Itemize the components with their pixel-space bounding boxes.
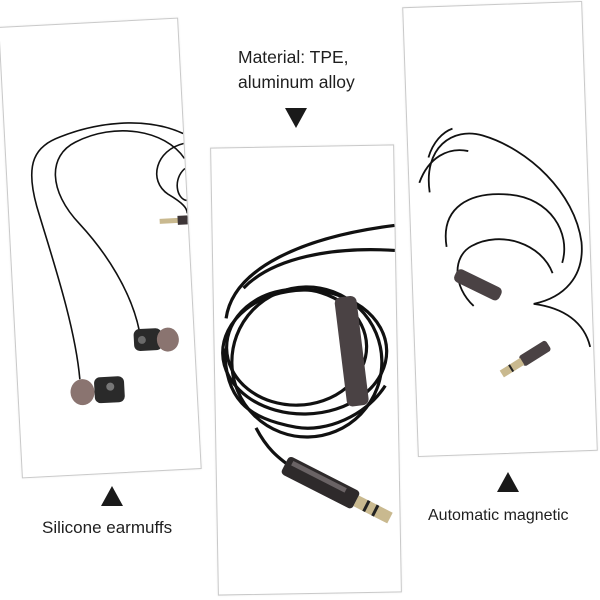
triangle-down-icon xyxy=(285,108,307,128)
material-caption-line1: Material: TPE, xyxy=(238,47,349,67)
triangle-up-icon xyxy=(101,486,123,506)
cable-mic-image xyxy=(418,127,592,378)
material-caption: Material: TPE, aluminum alloy xyxy=(238,45,355,95)
audio-jack-icon xyxy=(159,215,188,225)
earmuffs-caption: Silicone earmuffs xyxy=(42,518,173,537)
triangle-up-icon xyxy=(497,472,519,492)
cable-splitter-icon xyxy=(334,295,369,407)
cable-plug-image xyxy=(221,223,396,524)
earbuds-photo-panel xyxy=(0,17,202,479)
magnetic-caption: Automatic magnetic xyxy=(428,507,569,524)
cable-plug-photo-panel xyxy=(210,144,402,596)
audio-plug-icon xyxy=(499,340,551,378)
cable-mic-photo-panel xyxy=(402,0,598,458)
earbud-icon xyxy=(70,376,125,406)
earbuds-image xyxy=(30,122,189,406)
earbud-icon xyxy=(133,327,179,352)
material-caption-line2: aluminum alloy xyxy=(238,72,355,92)
audio-plug-icon xyxy=(281,456,393,524)
inline-mic-icon xyxy=(454,269,502,301)
